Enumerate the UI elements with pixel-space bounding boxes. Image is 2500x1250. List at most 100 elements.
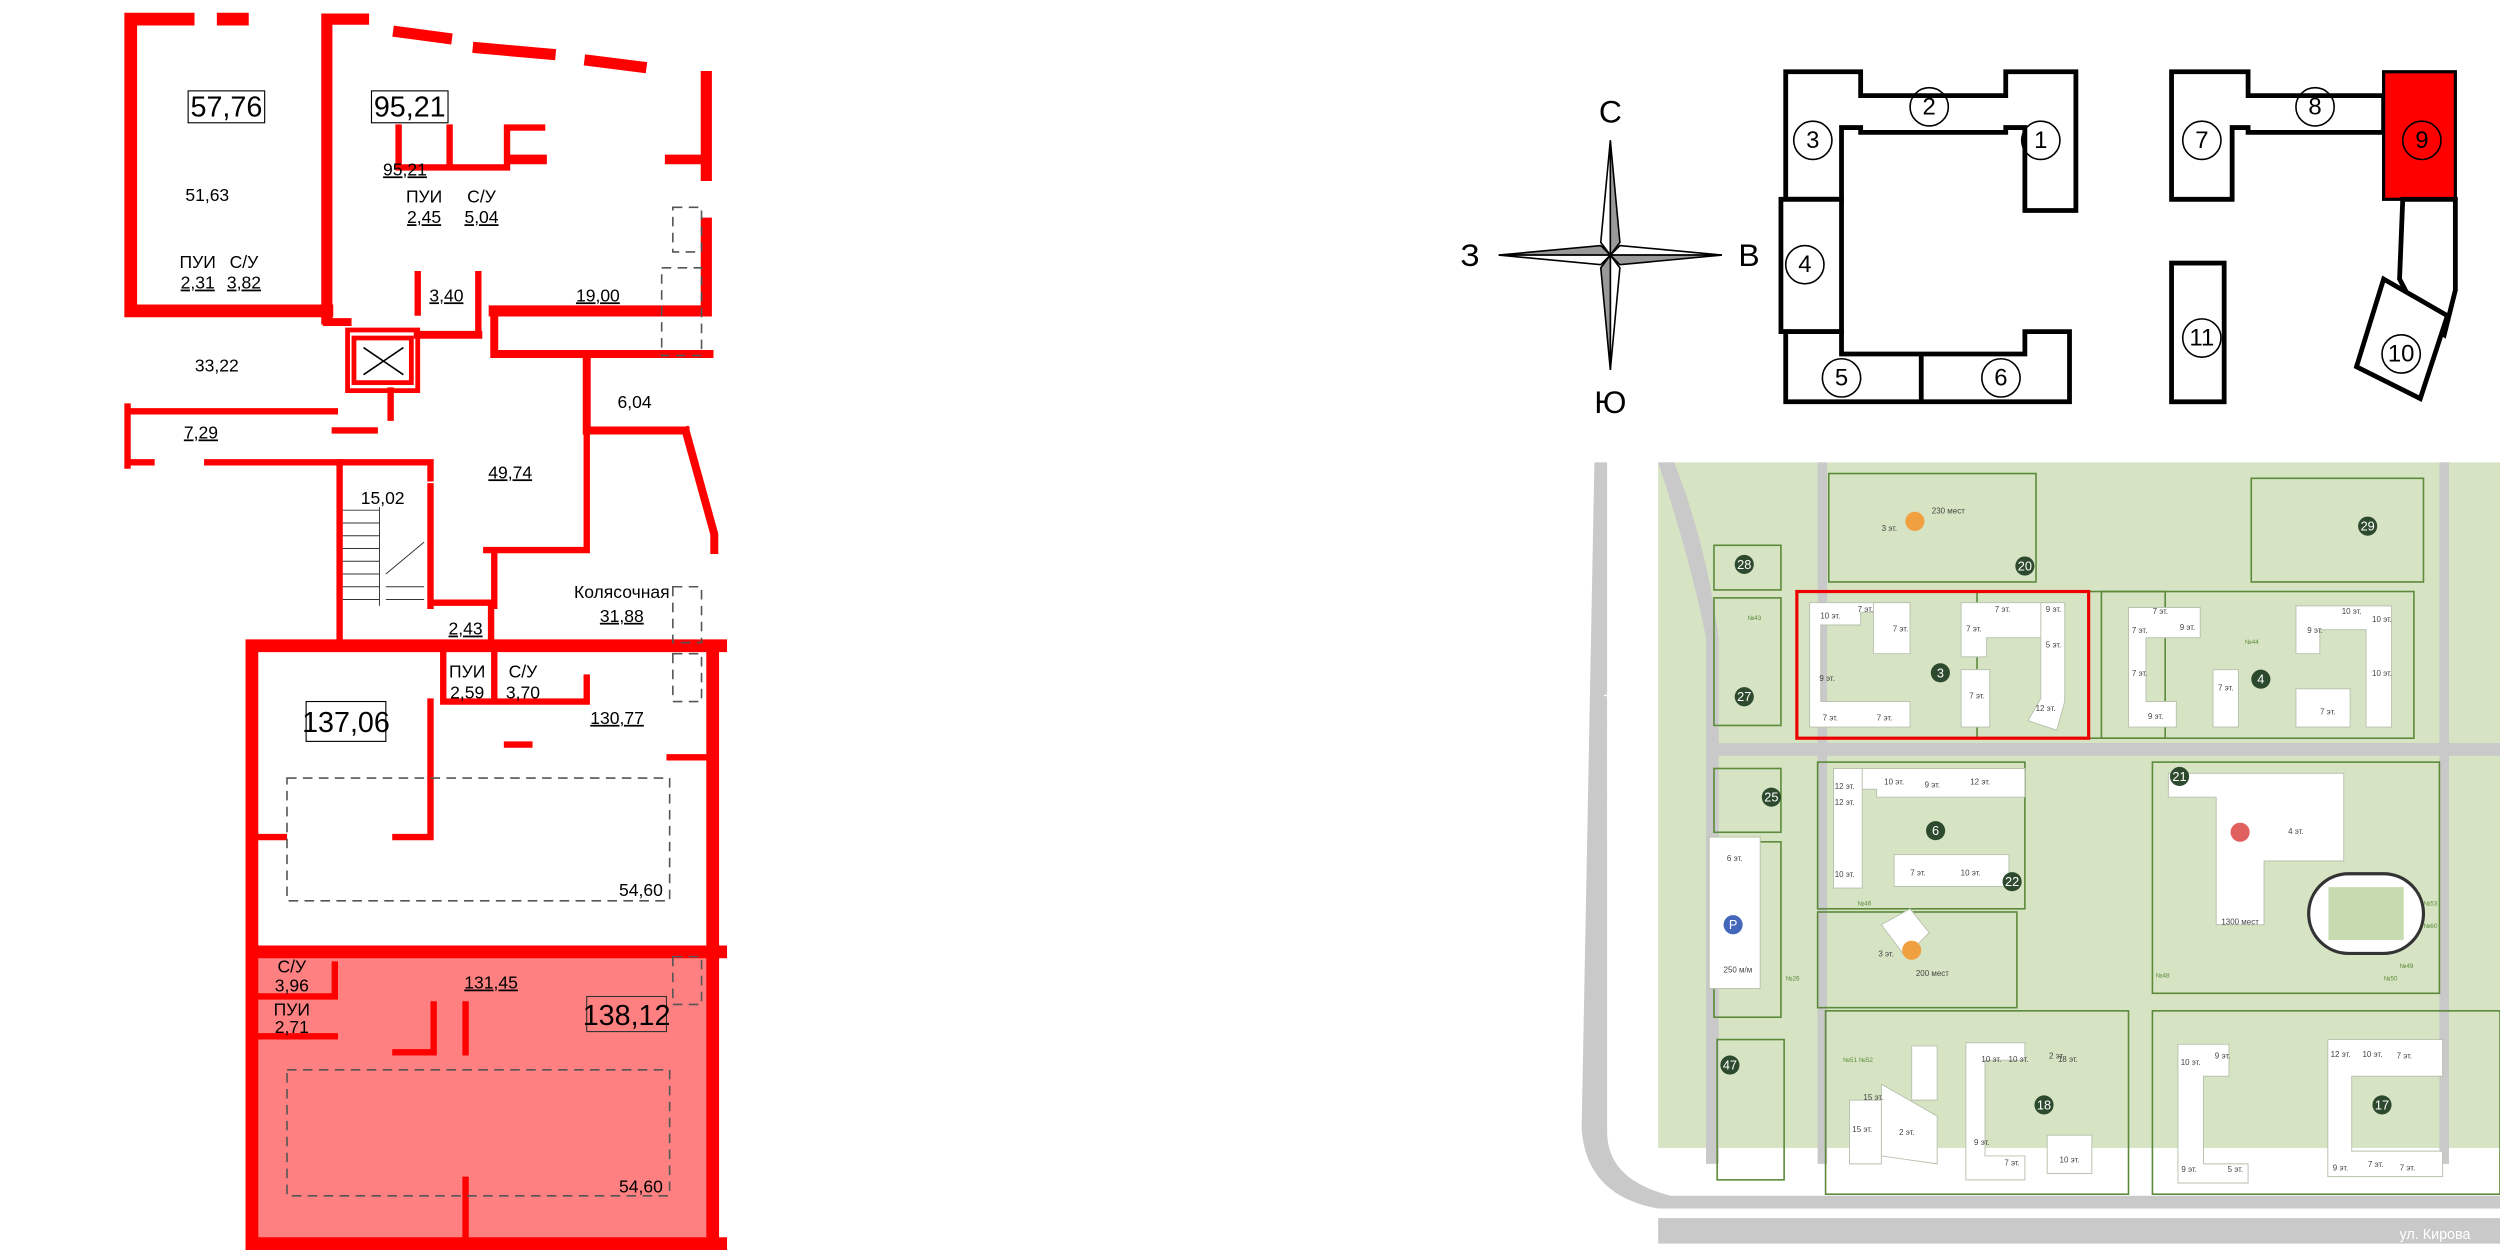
room-name: ПУИ [406, 186, 442, 206]
floor-count-label: 12 эт. [2331, 1050, 2351, 1059]
block-marker-4[interactable]: 4 [2257, 672, 2264, 687]
key-building-10[interactable]: 10 [2388, 340, 2415, 367]
room-area: 19,00 [576, 285, 620, 305]
unit-total-138: 138,12 [583, 1000, 671, 1032]
kindergarten-icon [1905, 511, 1925, 531]
school-icon [2230, 822, 2250, 842]
floor-count-label: 12 эт. [2036, 704, 2056, 713]
floor-count-label: 7 эт. [1966, 624, 1982, 633]
key-building-9[interactable]: 9 [2415, 127, 2428, 154]
floor-count-label: 15 эт. [1863, 1093, 1883, 1102]
floor-count-label: 7 эт. [2400, 1163, 2416, 1172]
floor-count-label: 9 эт. [2180, 623, 2196, 632]
facility-capacity: 200 мест [1916, 969, 1949, 978]
floor-count-label: 7 эт. [2218, 683, 2234, 692]
plot-label: №60 [2423, 923, 2437, 930]
room-name: С/У [467, 186, 497, 206]
room-area: 2,59 [450, 682, 484, 702]
floor-count-label: 12 эт. [1835, 798, 1855, 807]
floor-count-label: 10 эт. [1835, 870, 1855, 879]
floor-plan: 57,76 95,21 137,06 138,12 51,63 ПУИ 2,31… [124, 12, 728, 1250]
facility-capacity: 230 мест [1932, 506, 1965, 515]
block-marker-18[interactable]: 18 [2037, 1097, 2051, 1112]
floor-count-label: 12 эт. [1970, 777, 1990, 786]
block-marker-29[interactable]: 29 [2361, 519, 2375, 534]
facility-floors: 4 эт. [2288, 827, 2304, 836]
room-name: ПУИ [449, 662, 485, 682]
room-area: 2,71 [275, 1017, 309, 1037]
key-building-2[interactable]: 2 [1923, 93, 1936, 120]
block-marker-22[interactable]: 22 [2005, 874, 2019, 889]
room-area: 49,74 [488, 462, 532, 482]
key-building-3[interactable]: 3 [1806, 127, 1819, 154]
floor-count-label: 10 эт. [2342, 607, 2362, 616]
floor-count-label: 10 эт. [1981, 1055, 2001, 1064]
room-area: 3,96 [275, 976, 309, 996]
floor-count-label: 7 эт. [1877, 714, 1893, 723]
room-area: 3,40 [429, 285, 463, 305]
block-marker-25[interactable]: 25 [1764, 790, 1778, 805]
key-building-11[interactable]: 11 [2189, 325, 2214, 352]
floor-count-label: 7 эт. [1910, 868, 1926, 877]
room-area: 15,02 [361, 488, 405, 508]
block-marker-21[interactable]: 21 [2172, 769, 2186, 784]
block-marker-17[interactable]: 17 [2375, 1097, 2389, 1112]
compass-west: З [1460, 237, 1479, 273]
block-marker-20[interactable]: 20 [2018, 559, 2032, 574]
key-building-5[interactable]: 5 [1835, 364, 1848, 391]
floor-count-label: 7 эт. [1969, 691, 1985, 700]
room-area: 2,45 [407, 207, 441, 227]
floor-count-label: 7 эт. [2004, 1158, 2020, 1167]
floor-count-label: 10 эт. [2060, 1155, 2080, 1164]
floor-count-label: 9 эт. [2333, 1163, 2349, 1172]
key-building-8[interactable]: 8 [2308, 93, 2321, 120]
block-marker-3[interactable]: 3 [1937, 665, 1944, 680]
key-building-4[interactable]: 4 [1798, 251, 1811, 278]
compass-south: Ю [1594, 384, 1626, 420]
floor-count-label: 7 эт. [2320, 707, 2336, 716]
plot-label: №51 [1843, 1057, 1857, 1064]
block-marker-47[interactable]: 47 [1723, 1058, 1737, 1073]
room-area: 95,21 [383, 159, 427, 179]
floor-count-label: 10 эт. [2372, 669, 2392, 678]
floor-count-label: 10 эт. [2362, 1050, 2382, 1059]
block-marker-28[interactable]: 28 [1737, 557, 1751, 572]
plot-label: №46 [1857, 901, 1871, 908]
unit-total-95: 95,21 [374, 91, 446, 123]
floor-count-label: 9 эт. [2307, 626, 2323, 635]
floor-count-label: 10 эт. [1884, 777, 1904, 786]
room-area: 2,43 [449, 619, 483, 639]
room-area: 31,88 [600, 606, 644, 626]
floor-count-label: 9 эт. [1925, 781, 1941, 790]
kindergarten-icon [1902, 940, 1922, 960]
plot-label: №44 [2245, 639, 2259, 646]
block-marker-6[interactable]: 6 [1932, 823, 1939, 838]
floor-count-label: 12 эт. [1835, 782, 1855, 791]
floor-count-label: 9 эт. [2181, 1165, 2197, 1174]
floor-count-label: 10 эт. [2181, 1058, 2201, 1067]
floor-count-label: 10 эт. [1820, 612, 1840, 621]
street-krasnoselskoe: Красносельское шоссе [1603, 686, 1619, 839]
floor-count-label: 9 эт. [2148, 712, 2164, 721]
compass-east: В [1738, 237, 1759, 273]
room-area: 2,31 [181, 273, 215, 293]
key-plan: 1 2 3 4 5 6 7 8 9 10 11 [1778, 69, 2458, 405]
room-area: 33,22 [195, 355, 239, 375]
plot-label: №50 [2384, 976, 2398, 983]
key-building-selected[interactable] [2382, 70, 2457, 201]
parking-icon [1723, 915, 1743, 935]
key-building-7[interactable]: 7 [2195, 127, 2208, 154]
room-name: С/У [230, 252, 260, 272]
block-marker-27[interactable]: 27 [1737, 689, 1751, 704]
facility-capacity: 250 м/м [1724, 966, 1753, 975]
room-name: ПУИ [180, 252, 216, 272]
key-building-1[interactable]: 1 [2034, 127, 2047, 154]
room-area: 54,60 [619, 1177, 663, 1197]
facility-floors: 3 эт. [1882, 524, 1898, 533]
key-building-6[interactable]: 6 [1994, 364, 2007, 391]
parking-badge: P [1729, 917, 1738, 932]
plot-label: №49 [2400, 963, 2414, 970]
floor-count-label: 9 эт. [1819, 674, 1835, 683]
plot-label: №52 [1859, 1057, 1873, 1064]
floor-count-label: 9 эт. [1974, 1138, 1990, 1147]
